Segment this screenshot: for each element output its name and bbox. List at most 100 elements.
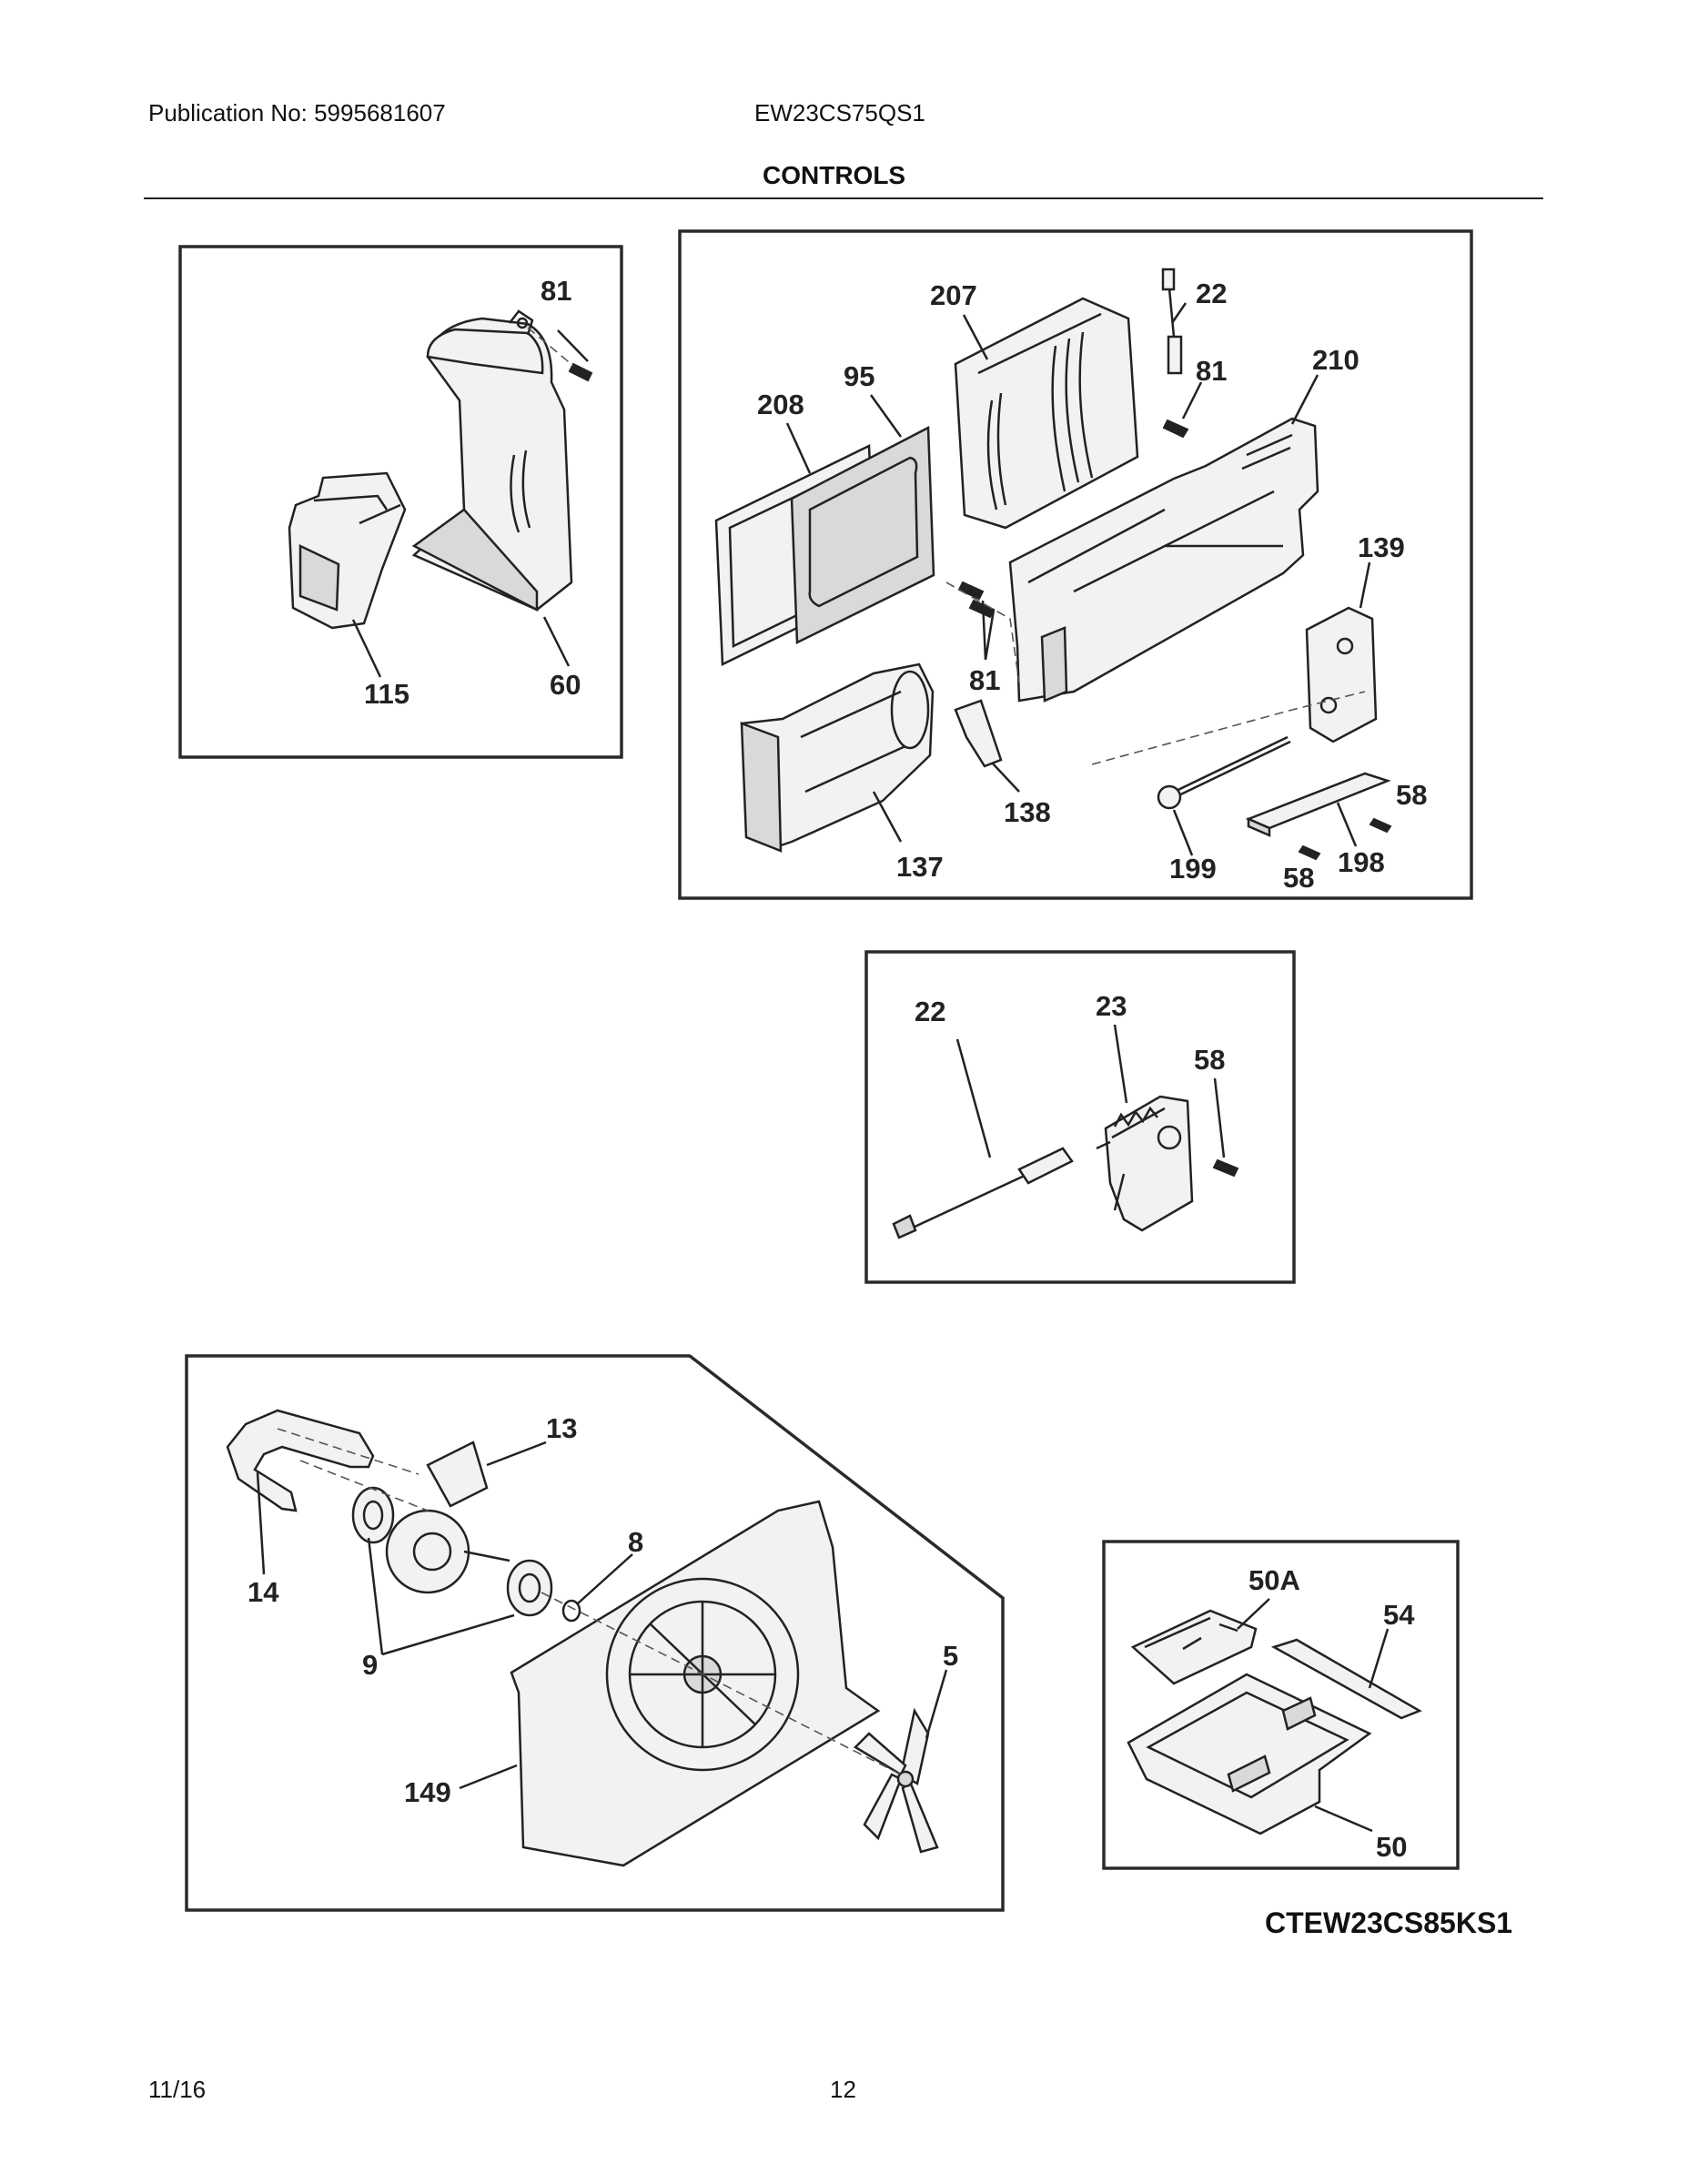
part-8-washer: [561, 1599, 581, 1623]
leader-81: [557, 329, 589, 362]
leader-81-lower: [981, 600, 996, 661]
panel-e-frame: [1102, 1540, 1460, 1870]
callout-22-top: 22: [1196, 278, 1227, 309]
part-22-thermistor-detail: [892, 1147, 1074, 1239]
leader-58-detail: [1213, 1077, 1226, 1158]
part-58-screws: [1298, 817, 1392, 861]
leader-23: [1113, 1024, 1128, 1104]
callout-50: 50: [1376, 1831, 1407, 1863]
callout-199: 199: [1169, 853, 1217, 885]
model-number: EW23CS75QS1: [754, 99, 925, 126]
panel-c-frame: [864, 950, 1296, 1284]
part-58-screw-detail: [1212, 1158, 1239, 1178]
part-5-fan-blade: [853, 1707, 939, 1854]
callout-58-detail: 58: [1194, 1044, 1225, 1076]
leader-95: [869, 394, 903, 438]
part-139-actuator: [1305, 606, 1378, 743]
callout-58-left: 58: [1283, 862, 1314, 894]
panel-b-frame: [678, 229, 1473, 900]
leader-13: [486, 1441, 547, 1467]
part-23-cover: [1096, 1095, 1194, 1232]
callout-58-right: 58: [1396, 779, 1427, 811]
part-199-rod: [1091, 691, 1366, 810]
panel-d-frame: [185, 1354, 1005, 1912]
callout-115: 115: [364, 678, 409, 710]
part-137-motor: [740, 662, 935, 853]
part-14-bracket: [226, 1409, 375, 1512]
part-9-wheels: [351, 1486, 553, 1617]
leader-198: [1336, 802, 1358, 847]
leader-50: [1314, 1805, 1373, 1833]
leader-9: [367, 1537, 515, 1656]
leader-81-top: [1181, 381, 1203, 420]
panel-a-auger-motor-group: 81 115 60: [178, 245, 623, 759]
part-13-motor: [385, 1441, 510, 1594]
part-81-screws-lower: [945, 581, 1020, 683]
leader-137: [872, 791, 903, 843]
leader-54: [1368, 1628, 1390, 1689]
panel-e-control-board: 50A 54 50: [1102, 1540, 1460, 1870]
callout-14: 14: [248, 1576, 279, 1608]
header-rule: [144, 197, 1543, 199]
part-115-solenoid: [288, 471, 407, 630]
callout-9: 9: [362, 1649, 378, 1681]
part-149-shroud: [510, 1500, 881, 1867]
callout-81-top: 81: [1196, 355, 1227, 387]
leader-22-detail: [955, 1038, 992, 1158]
leader-5: [925, 1669, 948, 1739]
leader-139: [1359, 561, 1371, 609]
leader-138: [991, 762, 1020, 793]
callout-95: 95: [844, 360, 874, 392]
callout-13: 13: [546, 1412, 577, 1444]
assembly-lines-d: [277, 1428, 902, 1775]
part-138-clip: [954, 699, 1003, 768]
callout-5: 5: [943, 1640, 958, 1672]
callout-81-lower: 81: [969, 664, 1000, 696]
callout-54: 54: [1383, 1599, 1415, 1631]
leader-60: [542, 616, 571, 667]
leader-14: [256, 1471, 266, 1575]
leader-199: [1172, 809, 1194, 856]
part-81-screw: [527, 327, 593, 382]
leader-22: [1170, 302, 1188, 324]
part-22-thermistor: [1161, 268, 1183, 375]
leader-207: [962, 314, 989, 360]
callout-81: 81: [541, 275, 571, 307]
panel-b-control-assembly: 207 22 95 208 81 210 139 81 138 137 199 …: [678, 229, 1473, 900]
callout-137: 137: [896, 851, 944, 883]
leader-149: [459, 1764, 518, 1790]
part-81-screw-upper: [1162, 419, 1189, 439]
leader-115: [351, 619, 382, 678]
model-code-label: CTEW23CS85KS1: [1265, 1906, 1512, 1939]
leader-50A: [1237, 1598, 1270, 1630]
leader-210: [1290, 374, 1319, 425]
callout-60: 60: [550, 669, 581, 701]
panel-d-fan-assembly: 13 8 14 9 5 149: [185, 1354, 1005, 1912]
part-198-plate: [1245, 772, 1391, 837]
publication-date: 11/16: [148, 2076, 207, 2103]
leader-8: [577, 1553, 633, 1604]
part-210-bracket: [1008, 417, 1319, 703]
callout-198: 198: [1338, 846, 1385, 878]
part-50A-board: [1130, 1609, 1258, 1685]
part-50-housing: [1127, 1673, 1372, 1835]
part-207-bracket: [954, 297, 1139, 530]
callout-208: 208: [757, 389, 804, 420]
callout-23: 23: [1096, 990, 1127, 1022]
callout-50A: 50A: [1248, 1564, 1300, 1596]
callout-22-detail: 22: [915, 996, 945, 1027]
part-54-strip: [1270, 1638, 1422, 1720]
part-95-board: [790, 425, 935, 644]
callout-139: 139: [1358, 531, 1405, 563]
callout-8: 8: [628, 1526, 643, 1558]
callout-210: 210: [1312, 344, 1359, 376]
publication-number: Publication No: 5995681607: [148, 99, 446, 126]
page-number: 12: [830, 2076, 856, 2103]
part-60-housing: [411, 309, 573, 612]
callout-207: 207: [930, 279, 977, 311]
leader-208: [785, 422, 812, 474]
callout-138: 138: [1004, 796, 1051, 828]
section-title: CONTROLS: [763, 161, 906, 189]
panel-c-thermistor-cover: 22 23 58: [864, 950, 1296, 1284]
